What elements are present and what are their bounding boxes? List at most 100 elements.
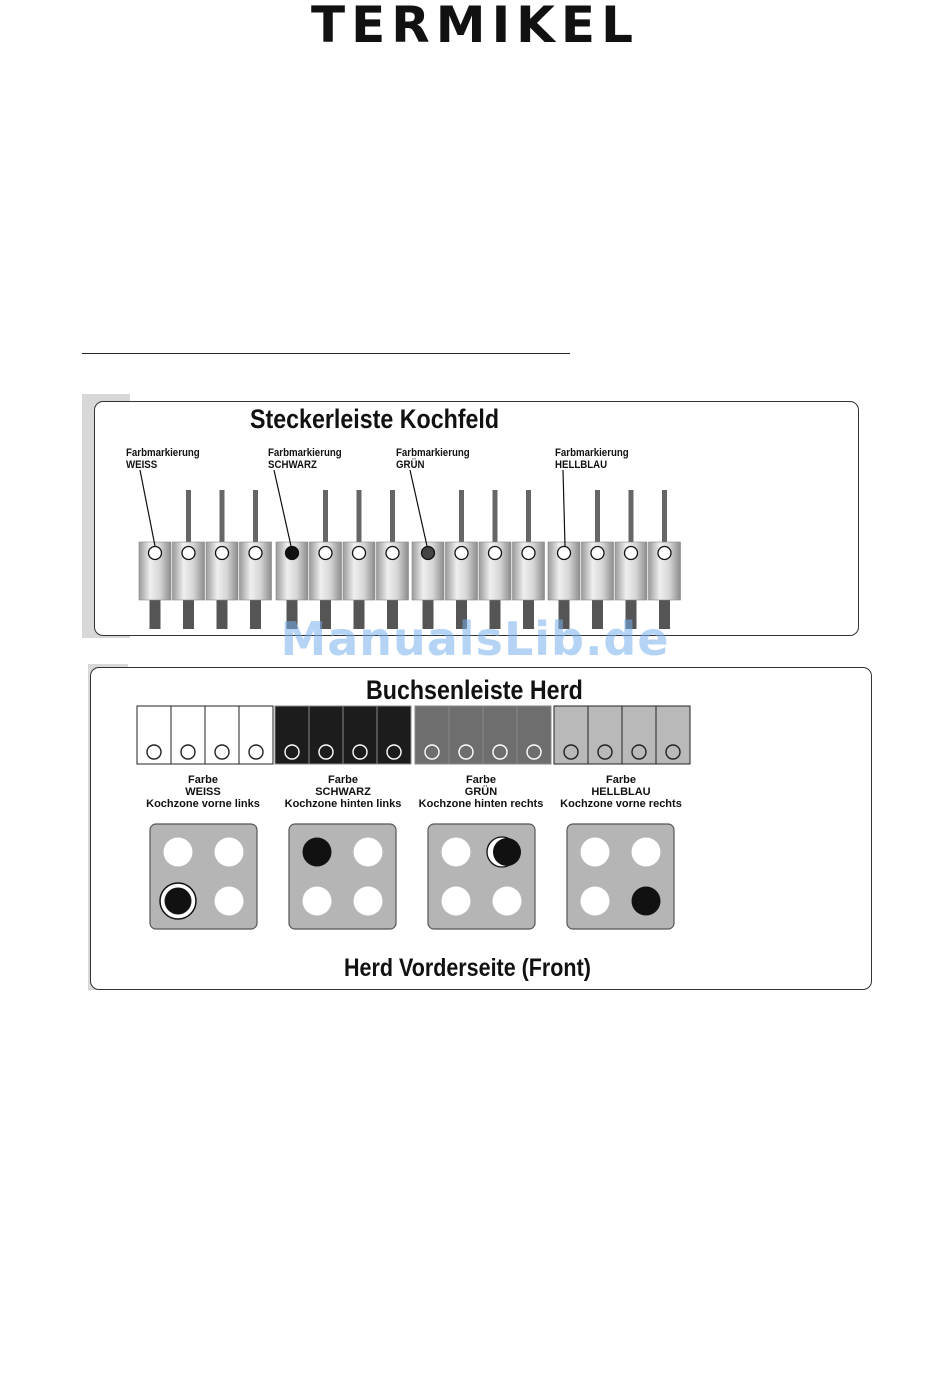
hob-zone <box>353 837 383 867</box>
plug-hole <box>454 545 469 561</box>
socket-cell <box>655 705 691 765</box>
hob-zone <box>580 886 610 916</box>
hob-zone <box>441 837 471 867</box>
plug-hole <box>521 545 536 561</box>
hob-zone-active <box>493 838 521 866</box>
plug-pin-bottom <box>523 600 534 629</box>
socket-hole <box>458 744 474 760</box>
socket-cell <box>414 705 450 765</box>
socket-hole <box>146 744 162 760</box>
plug-pin-bottom <box>456 600 467 629</box>
stove-front-label: Herd Vorderseite (Front) <box>344 954 591 982</box>
socket-hole <box>318 744 334 760</box>
plug-pin-bottom <box>489 600 501 629</box>
plug-pin-top <box>595 490 600 542</box>
plug-pin-top <box>628 490 634 542</box>
socket-hole <box>563 744 579 760</box>
plug-hole <box>214 545 230 561</box>
hob-zone <box>214 837 244 867</box>
plug-hole <box>351 545 367 561</box>
plug-pin-bottom <box>286 600 298 629</box>
watermark: ManualsLib.de <box>280 612 670 666</box>
plug-hole <box>590 545 605 561</box>
socket-cell <box>274 705 310 765</box>
plug-pin-top <box>662 490 667 542</box>
socket-strip-title: Buchsenleiste Herd <box>366 675 583 705</box>
plug-color-marker <box>284 545 300 561</box>
plug-pin-top <box>186 490 191 542</box>
socket-cell <box>587 705 623 765</box>
plug-color-marker <box>147 545 163 561</box>
plug-pin-bottom <box>625 600 637 629</box>
plug-pin-top <box>219 490 225 542</box>
hob-plate <box>566 823 675 930</box>
plug-color-marker <box>556 545 572 561</box>
plug-pin-bottom <box>558 600 570 629</box>
hob-zone <box>353 886 383 916</box>
socket-hole <box>597 744 613 760</box>
brand-logo: TERMIKEL <box>311 0 639 54</box>
socket-cell <box>308 705 344 765</box>
plug-pin-top <box>526 490 531 542</box>
socket-cell <box>238 705 274 765</box>
hob-plate <box>427 823 536 930</box>
hob-zone <box>302 886 332 916</box>
plug-pin-top <box>492 490 498 542</box>
socket-hole <box>180 744 196 760</box>
hob-zone <box>492 886 522 916</box>
plug-pin-top <box>390 490 395 542</box>
plug-pin-bottom <box>320 600 331 629</box>
socket-hole <box>424 744 440 760</box>
plug-hole <box>248 545 263 561</box>
plug-pin-bottom <box>387 600 398 629</box>
hob-zone-active <box>302 837 332 867</box>
plug-strip-title: Steckerleiste Kochfeld <box>250 404 500 434</box>
socket-hole <box>214 744 230 760</box>
plug-pin-bottom <box>216 600 228 629</box>
plug-hole <box>487 545 503 561</box>
plug-pin-top <box>323 490 328 542</box>
socket-cell <box>376 705 412 765</box>
hob-plate <box>288 823 397 930</box>
socket-cell <box>482 705 518 765</box>
socket-cell <box>553 705 589 765</box>
hob-zone <box>163 837 193 867</box>
plug-pin-bottom <box>353 600 365 629</box>
hob-zone <box>631 837 661 867</box>
plug-pin-top <box>253 490 258 542</box>
plug-pin-bottom <box>149 600 161 629</box>
socket-hole <box>386 744 402 760</box>
plug-pin-bottom <box>659 600 670 629</box>
socket-cell <box>516 705 552 765</box>
plug-pin-bottom <box>592 600 603 629</box>
socket-hole <box>631 744 647 760</box>
socket-cell <box>448 705 484 765</box>
plug-pin-bottom <box>422 600 434 629</box>
hob-zone <box>214 886 244 916</box>
plug-hole <box>623 545 639 561</box>
socket-cell <box>621 705 657 765</box>
divider-rule <box>82 353 570 354</box>
socket-cell <box>204 705 240 765</box>
socket-cell <box>170 705 206 765</box>
plug-hole <box>657 545 672 561</box>
hob-zone <box>580 837 610 867</box>
socket-cell <box>136 705 172 765</box>
hob-zone-active <box>631 886 661 916</box>
plug-pin-top <box>356 490 362 542</box>
socket-cell <box>342 705 378 765</box>
plug-pin-bottom <box>183 600 194 629</box>
socket-hole <box>352 744 368 760</box>
plug-pin-top <box>459 490 464 542</box>
leader-line <box>409 469 428 547</box>
socket-hole <box>248 744 264 760</box>
hob-zone-active-core <box>164 887 192 915</box>
plug-pin-bottom <box>250 600 261 629</box>
